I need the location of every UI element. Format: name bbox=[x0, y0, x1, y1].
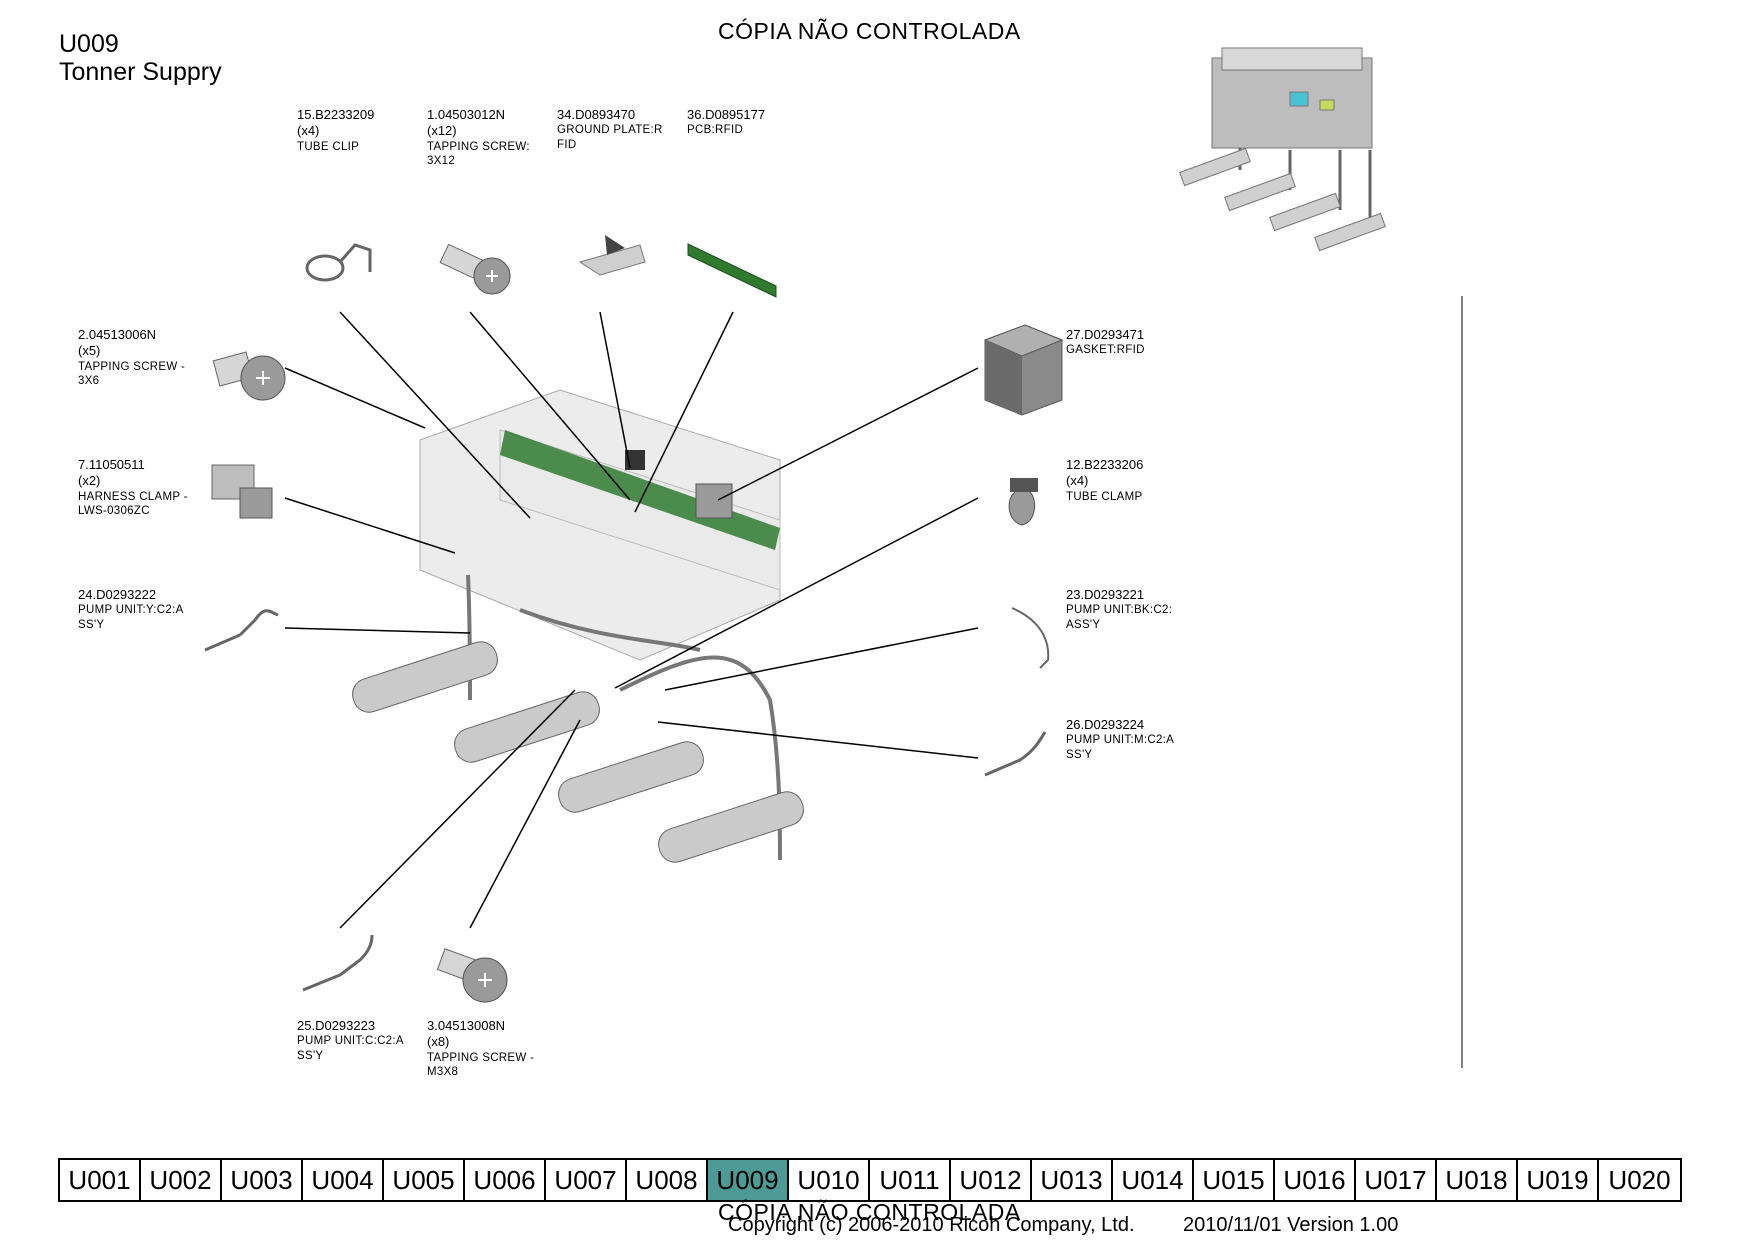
part-number: 1.04503012N bbox=[427, 107, 506, 122]
part-label-1: 1.04503012N (x12) TAPPING SCREW: 3X12 bbox=[427, 107, 530, 168]
tapping-screw-3x6-icon bbox=[212, 351, 286, 401]
part-desc: TAPPING SCREW: 3X12 bbox=[427, 140, 530, 167]
part-qty: (x12) bbox=[427, 123, 457, 139]
assembly-thumbnail bbox=[1179, 47, 1386, 252]
toner-supply-assembly bbox=[352, 389, 804, 863]
version-text: 2010/11/01 Version 1.00 bbox=[1183, 1214, 1399, 1236]
nav-tab-u008[interactable]: U008 bbox=[627, 1160, 708, 1200]
pump-unit-bk-icon bbox=[1011, 607, 1050, 669]
page-code: U009 bbox=[59, 30, 119, 58]
nav-tab-u013[interactable]: U013 bbox=[1032, 1160, 1113, 1200]
copyright-text: Copyright (c) 2006-2010 Ricoh Company, L… bbox=[728, 1214, 1135, 1236]
part-number: 25.D0293223 bbox=[297, 1018, 376, 1033]
part-number: 27.D0293471 bbox=[1066, 327, 1145, 342]
pump-unit-c-icon bbox=[302, 934, 374, 992]
part-desc: TUBE CLIP bbox=[297, 140, 360, 153]
part-qty: (x8) bbox=[427, 1034, 450, 1050]
part-desc: TAPPING SCREW - 3X6 bbox=[78, 360, 186, 387]
nav-tab-u005[interactable]: U005 bbox=[384, 1160, 465, 1200]
part-number: 2.04513006N bbox=[78, 327, 157, 342]
part-desc: TAPPING SCREW - M3X8 bbox=[427, 1051, 535, 1078]
nav-tab-u017[interactable]: U017 bbox=[1356, 1160, 1437, 1200]
part-label-24: 24.D0293222 PUMP UNIT:Y:C2:A SS'Y bbox=[78, 587, 184, 632]
nav-tab-u007[interactable]: U007 bbox=[546, 1160, 627, 1200]
part-label-36: 36.D0895177 PCB:RFID bbox=[687, 107, 765, 138]
part-label-3: 3.04513008N (x8) TAPPING SCREW - M3X8 bbox=[427, 1018, 534, 1079]
part-label-12: 12.B2233206 (x4) TUBE CLAMP bbox=[1066, 457, 1143, 504]
nav-tab-u012[interactable]: U012 bbox=[951, 1160, 1032, 1200]
exploded-parts-diagram bbox=[204, 47, 1463, 1068]
page-nav-tabs: U001 U002 U003 U004 U005 U006 U007 U008 … bbox=[58, 1158, 1682, 1202]
leader-lines bbox=[284, 311, 979, 929]
part-desc: HARNESS CLAMP - LWS-0306ZC bbox=[78, 490, 188, 517]
part-number: 24.D0293222 bbox=[78, 587, 157, 602]
part-desc: GASKET:RFID bbox=[1066, 344, 1145, 357]
part-number: 26.D0293224 bbox=[1066, 717, 1145, 732]
part-number: 3.04513008N bbox=[427, 1018, 506, 1033]
nav-tab-u016[interactable]: U016 bbox=[1275, 1160, 1356, 1200]
nav-tab-u006[interactable]: U006 bbox=[465, 1160, 546, 1200]
part-number: 23.D0293221 bbox=[1066, 587, 1145, 602]
nav-tab-u015[interactable]: U015 bbox=[1194, 1160, 1275, 1200]
gasket-rfid-icon bbox=[983, 324, 1064, 416]
part-number: 7.11050511 bbox=[78, 457, 145, 472]
part-label-34: 34.D0893470 GROUND PLATE:R FID bbox=[557, 107, 663, 152]
pcb-rfid-icon bbox=[687, 243, 777, 298]
part-qty: (x4) bbox=[297, 123, 320, 139]
page-title: Tonner Suppry bbox=[59, 58, 222, 86]
tapping-screw-3x12-icon bbox=[439, 243, 511, 295]
part-desc: PUMP UNIT:M:C2:A SS'Y bbox=[1066, 734, 1175, 761]
part-label-2: 2.04513006N (x5) TAPPING SCREW - 3X6 bbox=[78, 327, 185, 388]
nav-tab-u011[interactable]: U011 bbox=[870, 1160, 951, 1200]
part-label-15: 15.B2233209 (x4) TUBE CLIP bbox=[297, 107, 374, 154]
part-desc: PUMP UNIT:C:C2:A SS'Y bbox=[297, 1035, 404, 1062]
tube-clip-icon bbox=[305, 243, 372, 282]
part-label-25: 25.D0293223 PUMP UNIT:C:C2:A SS'Y bbox=[297, 1018, 404, 1063]
tapping-screw-m3x8-icon bbox=[436, 948, 508, 1003]
pump-unit-m-icon bbox=[984, 731, 1047, 777]
part-label-26: 26.D0293224 PUMP UNIT:M:C2:A SS'Y bbox=[1066, 717, 1174, 762]
part-label-7: 7.11050511 (x2) HARNESS CLAMP - LWS-0306… bbox=[78, 457, 188, 518]
part-number: 34.D0893470 bbox=[557, 107, 636, 122]
nav-tab-u010[interactable]: U010 bbox=[789, 1160, 870, 1200]
part-number: 36.D0895177 bbox=[687, 107, 766, 122]
nav-tab-u009-active[interactable]: U009 bbox=[708, 1160, 789, 1200]
nav-tab-u014[interactable]: U014 bbox=[1113, 1160, 1194, 1200]
part-label-27: 27.D0293471 GASKET:RFID bbox=[1066, 327, 1145, 358]
pcb-rfid-installed bbox=[500, 430, 780, 550]
part-desc: PUMP UNIT:Y:C2:A SS'Y bbox=[78, 604, 184, 631]
nav-tab-u020[interactable]: U020 bbox=[1599, 1160, 1680, 1200]
nav-tab-u002[interactable]: U002 bbox=[141, 1160, 222, 1200]
part-qty: (x2) bbox=[78, 473, 101, 489]
part-qty: (x4) bbox=[1066, 473, 1089, 489]
nav-tab-u004[interactable]: U004 bbox=[303, 1160, 384, 1200]
watermark-bottom: CÓPIA NÃO CONTROLADA bbox=[718, 1199, 1021, 1225]
nav-tab-u001[interactable]: U001 bbox=[60, 1160, 141, 1200]
part-desc: PCB:RFID bbox=[687, 124, 744, 137]
part-number: 15.B2233209 bbox=[297, 107, 375, 122]
part-label-23: 23.D0293221 PUMP UNIT:BK:C2: ASS'Y bbox=[1066, 587, 1172, 632]
harness-clamp-icon bbox=[211, 464, 273, 519]
ground-plate-icon bbox=[578, 235, 646, 276]
part-desc: TUBE CLAMP bbox=[1066, 490, 1143, 503]
nav-tab-u018[interactable]: U018 bbox=[1437, 1160, 1518, 1200]
tube-clamp-icon bbox=[1008, 478, 1038, 526]
watermark-top: CÓPIA NÃO CONTROLADA bbox=[718, 18, 1021, 44]
part-number: 12.B2233206 bbox=[1066, 457, 1144, 472]
pump-unit-y-icon bbox=[204, 609, 279, 652]
part-desc: GROUND PLATE:R FID bbox=[557, 124, 663, 151]
nav-tab-u019[interactable]: U019 bbox=[1518, 1160, 1599, 1200]
part-desc: PUMP UNIT:BK:C2: ASS'Y bbox=[1066, 604, 1173, 631]
part-qty: (x5) bbox=[78, 343, 101, 359]
nav-tab-u003[interactable]: U003 bbox=[222, 1160, 303, 1200]
